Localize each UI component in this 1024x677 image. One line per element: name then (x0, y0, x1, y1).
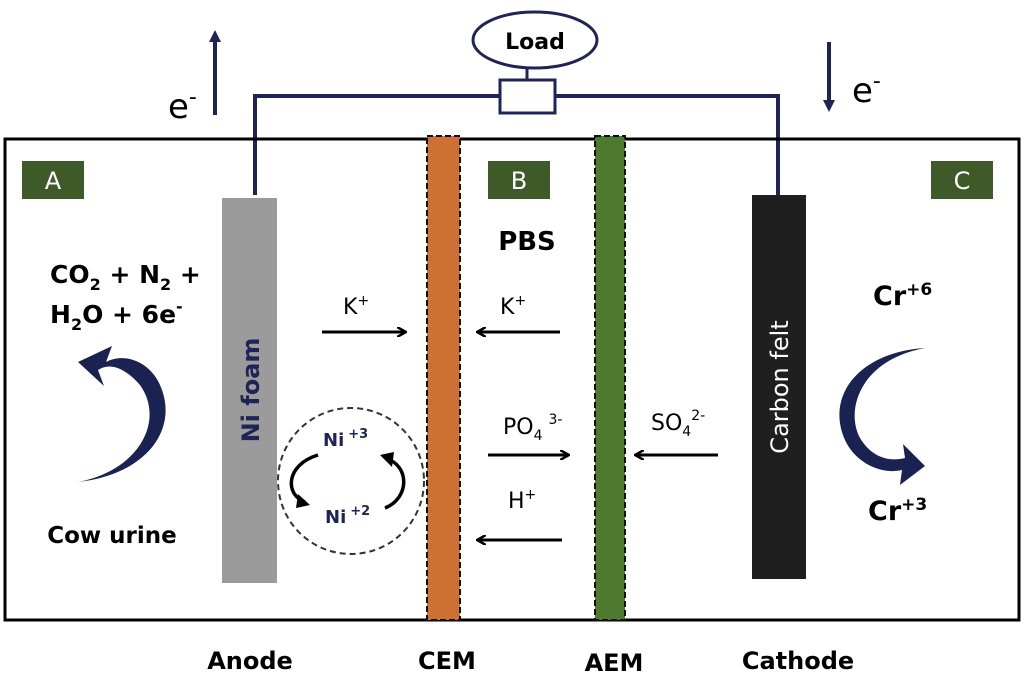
anode-wire (253, 94, 500, 195)
chamber-tag-b-bg (488, 161, 550, 199)
feed-label: Cow urine (47, 523, 177, 549)
ion-phosphate: PO43- (503, 412, 562, 444)
nickel-lower: Ni+2 (325, 504, 370, 528)
anode-products-line2: H2O + 6e- (50, 297, 183, 334)
chamber-tag-b-label: B (511, 167, 527, 195)
chamber-tag-a-bg (22, 161, 84, 199)
reduction-curved-arrow (839, 348, 925, 485)
anode-products: CO2 + N2 + H2O + 6e- (50, 260, 201, 334)
load-resistor (498, 78, 557, 115)
nickel-upper: Ni+3 (323, 427, 368, 451)
electron-flow-right: e- (823, 42, 881, 112)
nickel-redox-cycle: Ni+3 Ni+2 (277, 407, 425, 555)
svg-text:e-: e- (852, 69, 881, 111)
load-ellipse (471, 10, 599, 70)
aem-label: AEM (585, 649, 644, 677)
nickel-reduction-arc (289, 453, 319, 504)
electron-right-base: e (852, 71, 873, 111)
anode-products-line1: CO2 + N2 + (50, 260, 201, 294)
cathode-electrode (752, 195, 806, 579)
svg-text:e-: e- (168, 85, 197, 127)
chamber-tag-a: A (22, 161, 84, 199)
external-circuit: Load (253, 10, 780, 195)
electron-left-base: e (168, 87, 189, 127)
nickel-oxidation-arc (384, 456, 406, 510)
chamber-tag-b: B (488, 161, 550, 199)
nickel-cycle-circle (277, 407, 425, 555)
anode-material-label: Ni foam (237, 338, 265, 443)
electron-right-sup: - (873, 69, 881, 94)
cathode-label: Cathode (742, 647, 854, 675)
ion-sulfate: SO42- (651, 408, 705, 440)
ion-k-right: K+ (500, 293, 526, 320)
chamber-tag-c: C (931, 161, 993, 199)
oxidation-curved-arrow (78, 346, 166, 482)
cem-label: CEM (418, 647, 476, 675)
chromium-upper: Cr+6 (873, 280, 932, 312)
ion-transport: K+ K+ PO43- SO42- H+ (322, 293, 718, 540)
cem-membrane (426, 135, 461, 621)
anode-label: Anode (207, 647, 293, 675)
aem-membrane (594, 135, 626, 621)
electron-left-sup: - (189, 85, 197, 110)
cathode-material-label: Carbon felt (766, 320, 794, 453)
nickel-oxidation-head (380, 452, 394, 467)
load-label: Load (505, 30, 565, 55)
ion-k-left: K+ (343, 293, 369, 320)
cathode-wire (555, 94, 780, 195)
electrolyte-label: PBS (498, 227, 556, 257)
ion-proton: H+ (508, 487, 536, 514)
chromium-lower: Cr+3 (868, 495, 927, 527)
anode-electrode (222, 198, 277, 583)
chamber-tag-c-bg (931, 161, 993, 199)
reactor-vessel (3, 137, 1021, 622)
electron-flow-left: e- (168, 30, 221, 127)
chamber-tag-a-label: A (45, 167, 62, 195)
nickel-reduction-head (296, 494, 310, 508)
chamber-tag-c-label: C (954, 167, 971, 195)
